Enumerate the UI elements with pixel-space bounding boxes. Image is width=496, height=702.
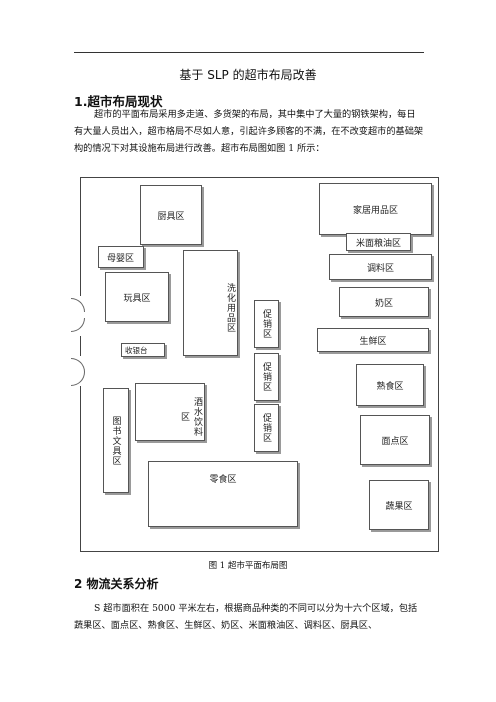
zone-seasoning: 调料区 (329, 254, 432, 280)
zone-fresh: 生鲜区 (317, 328, 429, 352)
zone-cooked-food: 熟食区 (356, 364, 424, 406)
figure-caption: 图 1 超市平面布局图 (208, 561, 288, 571)
section-heading-1: 1.超市布局现状 (74, 94, 163, 109)
floor-plan: 厨具区 家居用品区 米面粮油区 母婴区 调料区 玩具区 洗化用品区 促销区 奶区… (71, 177, 439, 552)
zone-dairy: 奶区 (339, 287, 429, 317)
zone-promo-3: 促销区 (254, 404, 279, 452)
zone-washing: 洗化用品区 (183, 250, 238, 356)
paragraph-2: S 超市面积在 5000 平米左右，根据商品种类的不同可以分为十六个区域，包括蔬… (74, 603, 418, 631)
zone-produce: 蔬果区 (369, 480, 429, 530)
paragraph-1: 超市的平面布局采用多走道、多货架的布局，其中集中了大量的钢铁架构，每日有大量人员… (74, 109, 424, 154)
zone-rice-oil: 米面粮油区 (346, 233, 411, 251)
zone-toys: 玩具区 (105, 272, 169, 322)
zone-wine-drinks: 酒水饮料区 (135, 383, 205, 441)
zone-kitchen: 厨具区 (140, 185, 202, 245)
zone-promo-1: 促销区 (254, 300, 279, 348)
zone-home-goods: 家居用品区 (319, 183, 432, 235)
entrance-door-gap (79, 296, 83, 336)
zone-books-stationery: 图书文具区 (103, 388, 129, 493)
zone-cashier: 收银台 (121, 343, 165, 357)
document-title: 基于 SLP 的超市布局改善 (179, 68, 317, 82)
header-rule (74, 52, 424, 53)
zone-mother-baby: 母婴区 (98, 246, 144, 268)
section-heading-2: 2 物流关系分析 (74, 577, 159, 591)
zone-snacks: 零食区 (148, 461, 298, 527)
zone-promo-2: 促销区 (254, 353, 279, 401)
zone-pastry: 面点区 (360, 415, 430, 465)
